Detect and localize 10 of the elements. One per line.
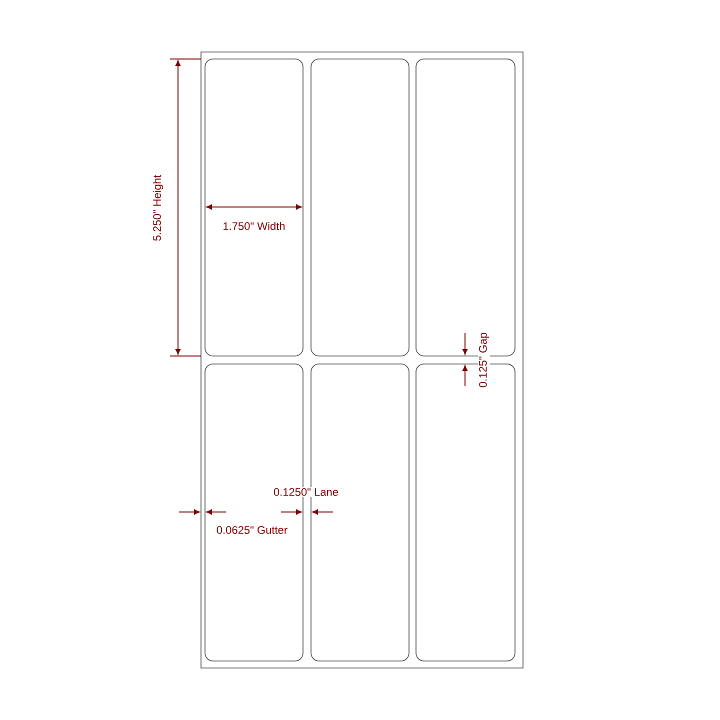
dimension-label: 5.250" Height [152, 174, 164, 242]
dimension-label: 0.0625" Gutter [215, 525, 289, 535]
label-outline [310, 58, 410, 356]
label-outline [310, 364, 410, 662]
sheet-outline [200, 52, 524, 668]
label-outline [416, 58, 516, 356]
dimension-label: 0.1250" Lane [272, 487, 340, 497]
label-outline [204, 58, 304, 356]
dimension-label: 0.125" Gap [478, 331, 490, 389]
dimension-label: 1.750" Width [222, 220, 286, 232]
